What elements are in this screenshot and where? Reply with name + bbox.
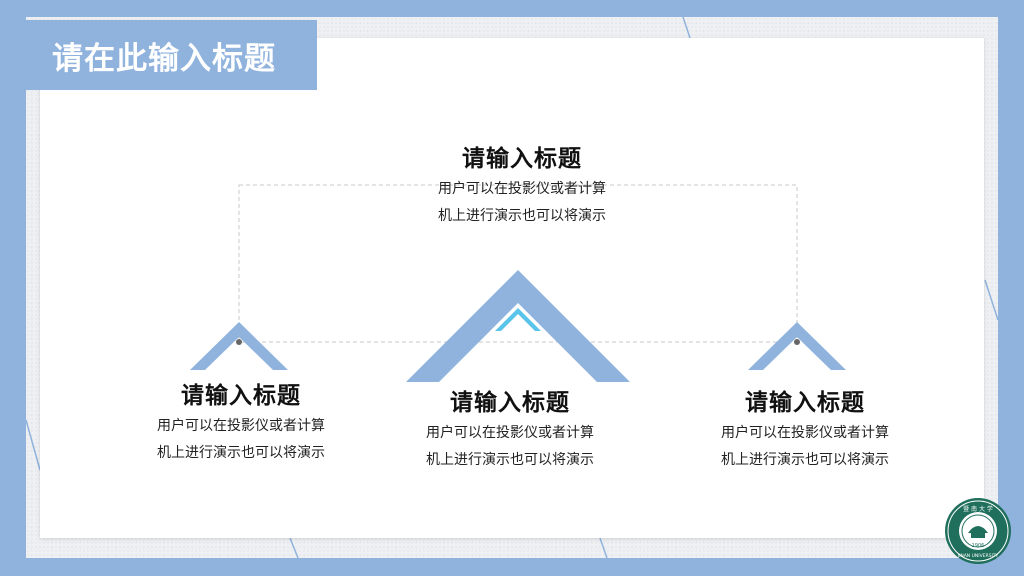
dot-right — [794, 339, 800, 345]
text-block-center: 请输入标题 用户可以在投影仪或者计算 机上进行演示也可以将演示 — [400, 386, 620, 474]
block-title: 请输入标题 — [462, 146, 582, 172]
block-text-line: 机上进行演示也可以将演示 — [438, 208, 606, 224]
block-text-line: 用户可以在投影仪或者计算 — [157, 418, 325, 434]
block-title: 请输入标题 — [745, 390, 865, 416]
block-text-line: 用户可以在投影仪或者计算 — [426, 425, 594, 441]
block-text-line: 用户可以在投影仪或者计算 — [721, 425, 889, 441]
page-title: 请在此输入标题 — [52, 40, 276, 77]
block-text-line: 机上进行演示也可以将演示 — [426, 452, 594, 468]
logo-bottom-text: JINAN UNIVERSITY — [957, 553, 999, 559]
block-title: 请输入标题 — [181, 383, 301, 409]
roof-center — [406, 270, 630, 382]
block-text-line: 机上进行演示也可以将演示 — [721, 452, 889, 468]
logo-top-text: 暨 南 大 学 — [963, 505, 993, 513]
block-text-line: 用户可以在投影仪或者计算 — [438, 181, 606, 197]
block-title: 请输入标题 — [450, 390, 570, 416]
roof-center-highlight — [495, 308, 541, 331]
logo-year: 1906 — [972, 543, 985, 549]
university-seal-logo: 暨 南 大 学 1906 JINAN UNIVERSITY — [945, 498, 1011, 564]
dot-left — [236, 339, 242, 345]
text-block-top: 请输入标题 用户可以在投影仪或者计算 机上进行演示也可以将演示 — [412, 142, 632, 230]
dashed-frame — [238, 184, 798, 343]
roof-left — [190, 322, 288, 370]
text-block-right: 请输入标题 用户可以在投影仪或者计算 机上进行演示也可以将演示 — [695, 386, 915, 474]
text-block-left: 请输入标题 用户可以在投影仪或者计算 机上进行演示也可以将演示 — [131, 379, 351, 467]
block-text-line: 机上进行演示也可以将演示 — [157, 445, 325, 461]
title-bar: 请在此输入标题 — [26, 20, 317, 90]
roof-right — [748, 322, 846, 370]
